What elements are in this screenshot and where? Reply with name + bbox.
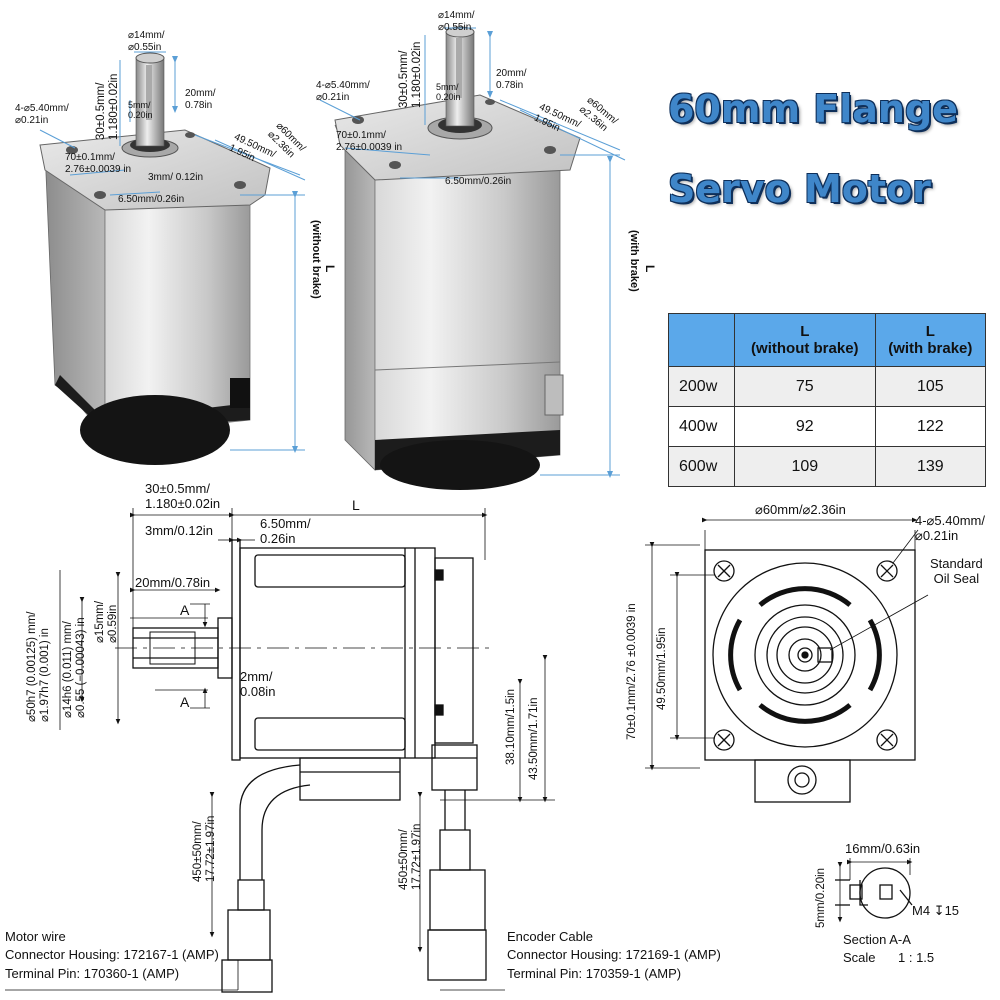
m2-key-len: 20mm/ 0.78in [496,68,527,91]
m1-length-label: L [323,265,337,273]
section-height: 5mm/0.20in [815,867,827,928]
section-title: Section A-A [843,932,911,947]
motor-without-brake-render [39,52,271,465]
motor-wire-label: Motor wire [5,929,66,944]
side-enc1: 38.10mm/1.5in [505,688,517,765]
m2-shaft-dia: ⌀14mm/ ⌀0.55in [438,10,475,33]
front-pcd: 70±0.1mm/2.76 ±0.0039 in [626,603,638,740]
header-L-2: L [925,323,935,340]
header-without-brake: (without brake) [751,340,859,357]
motor-housing-label: Connector Housing: 172167-1 (AMP) [5,947,219,962]
side-enc2: 43.50mm/1.71in [528,697,540,780]
row-with-brake: 139 [874,446,987,487]
front-view-dimension-lines [645,517,929,771]
front-holes: 4-⌀5.40mm/ ⌀0.21in [915,513,985,543]
m2-shaft-len: 30±0.5mm/ 1.180±0.02in [398,41,424,108]
side-gap: 2mm/ 0.08in [240,669,276,699]
side-cable2: 450±50mm/ 17.72±1.97in [398,823,424,890]
side-view-dimension-lines [5,508,555,991]
encoder-pin-label: Terminal Pin: 170359-1 (AMP) [507,966,682,981]
side-key-width: ⌀15mm/ ⌀0.59in [94,600,120,643]
side-thickness: 6.50mm/ 0.26in [260,516,311,546]
side-shaft: ⌀14h6 (0.011) mm/ ⌀0.55 (−0.00043) in [62,617,88,718]
side-cable1: 450±50mm/ 17.72±1.97in [192,815,218,882]
row-power: 400w [668,406,735,447]
side-L: L [352,497,360,513]
motor2-dimension-lines [319,27,626,478]
row-power: 600w [668,446,735,487]
row-without-brake: 109 [734,446,876,487]
section-scale-value: 1 : 1.5 [898,950,935,965]
title-line-1: 60mm Flange [668,87,958,131]
section-mark-top: A [180,602,190,618]
m2-pcd: 70±0.1mm/ 2.76±0.0039 in [336,130,403,153]
table-header-empty [668,313,735,367]
title-line-2: Servo Motor [668,167,931,211]
m1-holes: 4-⌀5.40mm/ ⌀0.21in [15,103,69,126]
table-row: 400w 92 122 [668,406,987,447]
m2-thickness: 6.50mm/0.26in [445,176,512,187]
side-view-drawing [115,539,490,993]
side-shaft-len: 30±0.5mm/ 1.180±0.02in [145,481,221,511]
motor-pin-label: Terminal Pin: 170360-1 (AMP) [5,966,180,981]
header-L-1: L [800,323,810,340]
table-row: 600w 109 139 [668,446,987,487]
m2-key: 5mm/ 0.20in [436,82,461,103]
section-scale-label: Scale [843,950,876,965]
m2-length-label: L [643,265,657,273]
front-view-drawing [704,549,916,803]
side-spigot: ⌀50h7 (0.00125) mm/ ⌀1.97h7 (0.001) in [26,611,52,722]
side-flange: 3mm/0.12in [145,523,213,538]
row-with-brake: 122 [874,406,987,447]
row-without-brake: 75 [734,366,876,407]
section-width: 16mm/0.63in [845,841,921,856]
row-with-brake: 105 [874,366,987,407]
section-mark-bottom: A [180,694,190,710]
motor-with-brake-render [334,26,581,490]
row-power: 200w [668,366,735,407]
table-header-with-brake: L(with brake) [874,313,987,367]
m1-thickness: 6.50mm/0.26in [118,194,185,205]
motor1-dimension-lines [39,51,306,453]
m1-key: 5mm/ 0.20in [128,100,153,121]
front-square: 49.50mm/1.95in [656,627,668,710]
row-without-brake: 92 [734,406,876,447]
m2-length-note: (with brake) [628,230,640,292]
m1-length-note: (without brake) [310,220,322,299]
m1-key-len: 20mm/ 0.78in [185,88,216,111]
header-with-brake: (with brake) [888,340,973,357]
front-outer: ⌀60mm/⌀2.36in [755,502,846,517]
front-seal: Standard Oil Seal [930,556,983,586]
m1-pcd: 70±0.1mm/ 2.76±0.0039 in [65,152,132,175]
encoder-cable-label: Encoder Cable [507,929,593,944]
section-thread: M4 ↧15 [912,903,960,918]
table-header-row: L(without brake) L(with brake) [668,313,987,367]
m1-shaft-dia: ⌀14mm/ ⌀0.55in [128,30,165,53]
side-key-len: 20mm/0.78in [135,575,211,590]
length-spec-table: L(without brake) L(with brake) 200w 75 1… [668,313,987,487]
encoder-housing-label: Connector Housing: 172169-1 (AMP) [507,947,721,962]
table-header-without-brake: L(without brake) [734,313,876,367]
m1-shaft-len: 30±0.5mm/ 1.180±0.02in [95,73,121,140]
table-row: 200w 75 105 [668,366,987,407]
m2-holes: 4-⌀5.40mm/ ⌀0.21in [316,80,370,103]
section-aa-drawing [835,858,913,923]
m1-flange: 3mm/ 0.12in [148,172,204,183]
